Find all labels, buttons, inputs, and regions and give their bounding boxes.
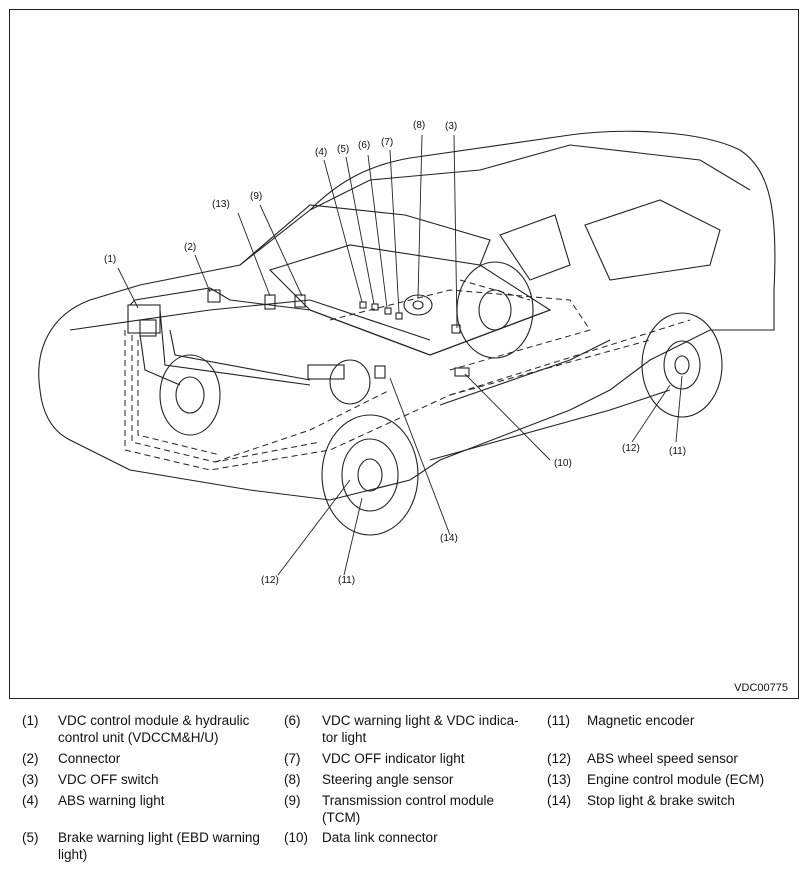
callout-4: (4) [315,147,327,158]
legend-text: Magnetic encoder [587,713,695,728]
legend-text: VDC OFF indicator light [322,751,465,766]
vehicle-diagram: (1) (2) (3) (4) (5) (6) (7) (8) (9) (10)… [9,9,799,699]
ecm-box [264,294,276,310]
master-cylinder [307,364,345,380]
rear-right-wheel [641,312,723,418]
roof-line [309,144,751,211]
legend-num: (8) [284,772,301,787]
legend-text: Data link connector [322,830,438,845]
legend-num: (7) [284,751,301,766]
legend-num: (14) [547,793,572,808]
callout-12-front: (12) [261,575,279,586]
legend-num: (6) [284,713,301,728]
data-link-box [454,367,470,377]
legend-text: Stop light & brake switch [587,793,735,808]
legend-text: Transmission control module (TCM) [322,793,495,825]
legend-text: Brake warning light (EBD warning light) [58,830,260,862]
harness [129,287,551,356]
legend-num: (1) [22,713,39,728]
door-line [439,339,611,406]
callout-5: (5) [337,144,349,155]
legend-text: Steering angle sensor [322,772,454,787]
legend-num: (9) [284,793,301,808]
legend-num: (4) [22,793,39,808]
windshield [239,204,491,266]
legend: (1) VDC control module & hydraulic contr… [0,712,808,872]
vdc-off-switch [451,324,461,334]
car-drawing: (1) (2) (3) (4) (5) (6) (7) (8) (9) (10)… [38,120,776,586]
hood-line [69,299,431,341]
callout-labels: (1) (2) (3) (4) (5) (6) (7) (8) (9) (10)… [104,120,686,586]
legend-num: (5) [22,830,39,845]
legend-num: (13) [547,772,572,787]
legend-text: Connector [58,751,121,766]
legend-text: ABS wheel speed sensor [587,751,738,766]
callout-11-front: (11) [338,575,355,586]
callout-13: (13) [212,199,230,210]
callout-11-rear: (11) [669,446,686,457]
legend-text: VDC control module & hydraulic control u… [58,713,250,745]
legend-text: Engine control module (ECM) [587,772,765,787]
front-left-wheel [159,354,221,436]
tcm-box [294,294,306,308]
callout-9: (9) [250,191,262,202]
car-body-outline [38,130,776,501]
brake-booster [329,359,371,405]
legend-num: (3) [22,772,39,787]
vdc-module [127,304,161,334]
callout-8: (8) [413,120,425,131]
callout-3: (3) [445,121,457,132]
callout-7: (7) [381,137,393,148]
figure-code: VDC00775 [734,682,788,694]
legend-text: ABS warning light [58,793,165,808]
front-wheel [321,414,419,536]
legend-num: (12) [547,751,572,766]
callout-6: (6) [358,140,370,151]
legend-text: VDC OFF switch [58,772,159,787]
legend-text: VDC warning light & VDC indica-tor light [322,713,519,745]
legend-num: (11) [547,713,571,728]
callout-10: (10) [554,458,572,469]
legend-num: (2) [22,751,39,766]
rear-left-wheel [456,261,534,359]
callout-14: (14) [440,533,458,544]
callout-12-rear: (12) [622,443,640,454]
callout-2: (2) [184,242,196,253]
legend-num: (10) [284,830,309,845]
side-window-rear [584,199,721,281]
callout-1: (1) [104,254,116,265]
side-window [499,214,571,281]
